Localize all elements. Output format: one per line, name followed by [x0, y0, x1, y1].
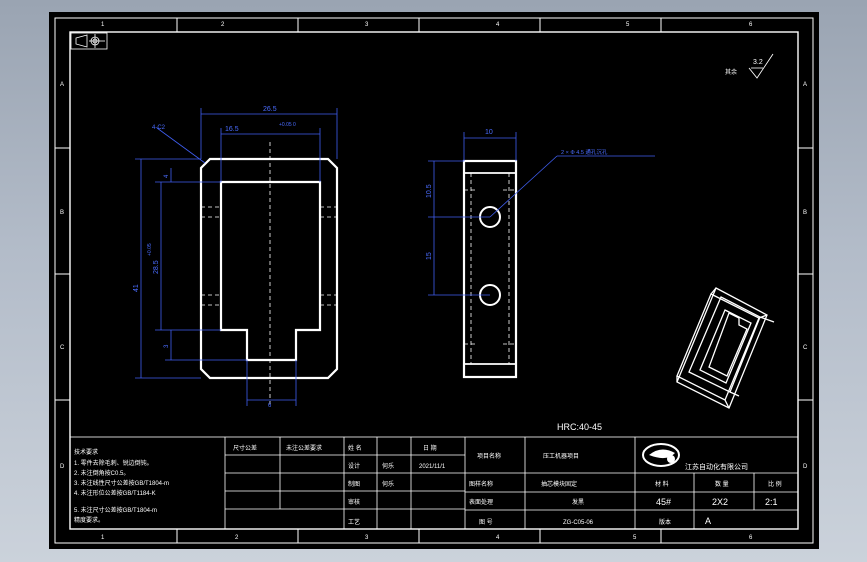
zone-row-c-right: C — [803, 345, 808, 351]
zone-row-a-right: A — [803, 82, 807, 88]
zone-col-2-top: 2 — [221, 22, 225, 28]
dim-top-inner-tolerance: +0.05 0 — [279, 122, 296, 128]
dim-top-total: 26.5 — [263, 106, 277, 113]
zone-col-6-top: 6 — [749, 22, 753, 28]
tech-req-4: 4. 未注形位公差按GB/T1184-K — [74, 489, 156, 497]
zone-row-d-right: D — [803, 464, 808, 470]
chamfer-note: 4-C2 — [152, 125, 166, 131]
dim-left-inner-tolerance: +0.05 — [147, 243, 153, 256]
drawing-no-value: ZG-C05-06 — [563, 520, 594, 526]
dim-top-inner: 16.5 — [225, 126, 239, 133]
tech-req-3: 3. 未注线性尺寸公差按GB/T1804-m — [74, 479, 169, 487]
tech-req-0: 技术要求 — [74, 448, 98, 456]
dim-left-inner: 28.5 — [153, 260, 160, 274]
dim-side-hole-top: 10.5 — [426, 184, 433, 198]
project-label: 项目名称 — [477, 452, 501, 460]
hole-note: 2 × Φ 4.5 通孔沉孔 — [561, 148, 608, 156]
zone-col-5-top: 5 — [626, 22, 630, 28]
zone-col-3-bottom: 3 — [365, 535, 369, 541]
check-label: 审核 — [348, 498, 360, 506]
dim-left-small-b: 3 — [164, 344, 170, 348]
zone-col-5-bottom: 5 — [633, 535, 637, 541]
front-view: 26.5 16.5 +0.05 0 4-C2 41 28.5 +0.05 4 3… — [133, 106, 339, 409]
zone-col-4-bottom: 4 — [496, 535, 500, 541]
size-tolerance-label: 尺寸公差 — [233, 444, 257, 452]
zone-row-b-left: B — [60, 210, 64, 216]
date-label: 日 期 — [423, 444, 437, 452]
zone-row-a-left: A — [60, 82, 64, 88]
tech-req-5: 5. 未注尺寸公差按GB/T1804-m — [74, 506, 157, 514]
tech-req-2: 2. 未注倒角按C0.5。 — [74, 469, 129, 477]
company-logo-icon — [642, 443, 680, 467]
material-value: 45# — [656, 497, 671, 507]
roughness-value: 3.2 — [753, 59, 763, 66]
dim-left-small-a: 4 — [164, 174, 170, 178]
dim-side-hole-pitch: 15 — [426, 252, 433, 260]
zone-col-1-top: 1 — [101, 22, 105, 28]
scale-label: 比 例 — [768, 480, 782, 488]
drawing-canvas: 1 2 3 4 5 6 1 2 3 4 5 6 A B C D A B C D … — [54, 17, 814, 544]
project-value: 压工机器项目 — [543, 452, 579, 460]
drawing-sheet: 1 2 3 4 5 6 1 2 3 4 5 6 A B C D A B C D … — [49, 12, 819, 549]
front-view-pocket — [219, 180, 322, 362]
dim-bottom-slot: 6 — [268, 403, 272, 409]
tech-req-6: 精度要求。 — [74, 516, 104, 524]
zone-col-2-bottom: 2 — [235, 535, 239, 541]
dim-side-width: 10 — [485, 129, 493, 136]
front-view-outline — [199, 157, 339, 380]
tech-req-1: 1. 零件去除毛刺、锐边倒钝。 — [74, 459, 153, 467]
title-block-grid — [69, 436, 799, 530]
drawer-name: 何乐 — [382, 480, 394, 488]
designer-name: 何乐 — [382, 462, 394, 470]
draw-label: 制图 — [348, 480, 360, 488]
zone-row-c-left: C — [60, 345, 65, 351]
scale-value: 2:1 — [765, 497, 778, 507]
part-name-value: 抽芯模块固定 — [541, 480, 577, 488]
zone-row-d-left: D — [60, 464, 65, 470]
zone-ticks — [55, 18, 813, 543]
hardness-note: HRC:40-45 — [557, 422, 602, 432]
surface-value: 发黑 — [572, 498, 584, 506]
side-view: 10 10.5 15 2 × Φ 4.5 通孔沉孔 — [426, 129, 655, 379]
outer-border — [54, 17, 814, 544]
roughness-check-icon — [748, 53, 774, 79]
drawing-no-label: 图 号 — [479, 519, 493, 526]
design-label: 设计 — [348, 462, 360, 470]
roughness-prefix: 其余 — [725, 68, 737, 76]
version-label: 版本 — [659, 518, 671, 526]
name-label: 姓 名 — [348, 444, 362, 452]
company-name: 江苏自动化有限公司 — [685, 462, 748, 471]
surface-label: 表面处理 — [469, 498, 493, 506]
part-name-label: 图样名称 — [469, 480, 493, 488]
material-label: 材 料 — [655, 480, 669, 488]
zone-row-b-right: B — [803, 210, 807, 216]
zone-col-3-top: 3 — [365, 22, 369, 28]
projection-symbol-icon — [70, 32, 108, 50]
size-tolerance-value: 未注公差要求 — [286, 444, 322, 452]
design-date: 2021/11/1 — [419, 464, 446, 470]
zone-col-1-bottom: 1 — [101, 535, 105, 541]
dim-left-total: 41 — [133, 284, 140, 292]
side-view-outline — [462, 159, 518, 379]
zone-col-4-top: 4 — [496, 22, 500, 28]
process-label: 工艺 — [348, 518, 360, 526]
quantity-value: 2X2 — [712, 497, 728, 507]
isometric-view — [676, 287, 775, 409]
zone-col-6-bottom: 6 — [749, 535, 753, 541]
version-value: A — [705, 516, 711, 526]
quantity-label: 数 量 — [715, 480, 729, 488]
